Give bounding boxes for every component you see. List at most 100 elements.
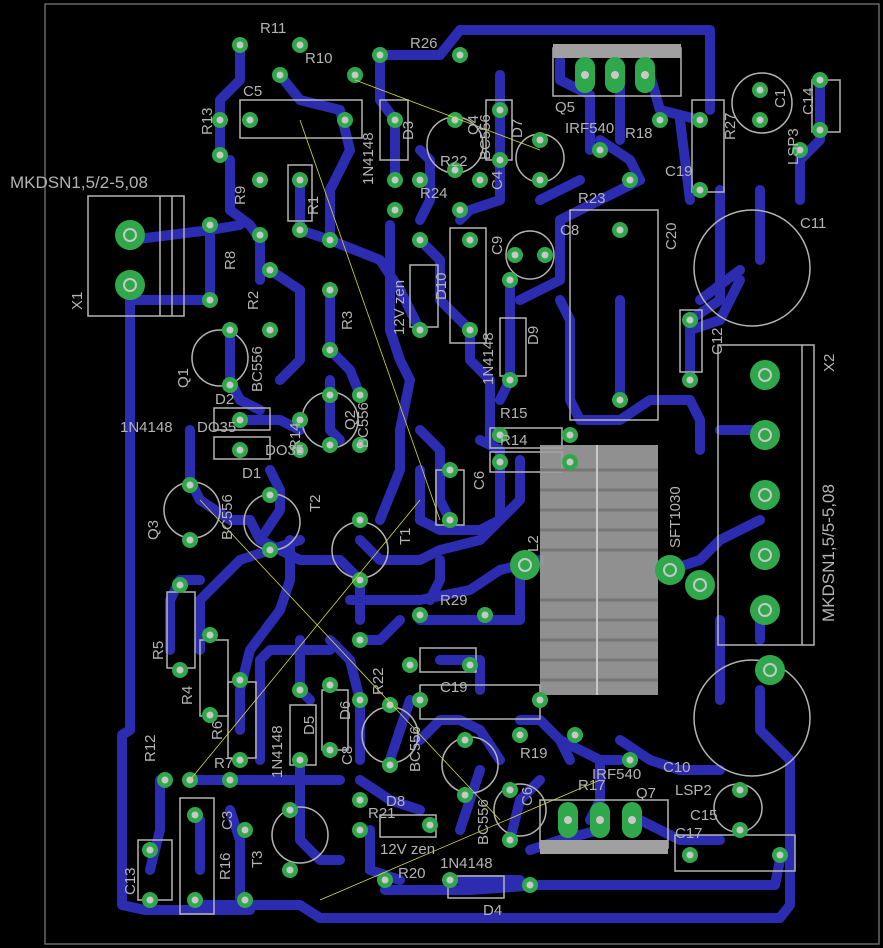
label-bc556-q4: BC556 [477, 114, 494, 160]
pad-drill [736, 786, 744, 794]
pad-drill [176, 581, 184, 589]
label-bc556-q3: BC556 [219, 494, 236, 540]
label-r4: R4 [179, 686, 196, 705]
l2-value-label: SFT1030 [667, 486, 684, 548]
pad-drill [376, 51, 384, 59]
label-d7: D7 [509, 119, 526, 138]
label-r27: R27 [722, 112, 739, 140]
pad-drill [326, 681, 334, 689]
label-c3: C3 [219, 811, 236, 830]
pad-drill [776, 851, 784, 859]
pad-drill [386, 701, 394, 709]
terminal-pad [750, 595, 780, 625]
label-lsp3: LSP3 [785, 128, 802, 165]
pad-drill [216, 151, 224, 159]
pad-drill [326, 391, 334, 399]
label-c14: C14 [800, 87, 817, 115]
pad-drill [456, 206, 464, 214]
x1-value-label: MKDSN1,5/2-5,08 [10, 173, 148, 192]
terminal-drill [693, 578, 707, 592]
label-r21: R21 [368, 805, 396, 822]
pad-drill [356, 576, 364, 584]
pad-drill [736, 826, 744, 834]
q5-tab [553, 44, 681, 58]
pad-drill [496, 458, 504, 466]
terminal-pad [115, 220, 145, 250]
pad-drill [391, 116, 399, 124]
label-irf540-top: IRF540 [565, 120, 614, 137]
pad-drill [446, 876, 454, 884]
label-l2-dup: L2 [525, 535, 542, 552]
pad-drill [216, 116, 224, 124]
pad-drill [351, 71, 359, 79]
mosfet-drill [564, 816, 572, 824]
pad-drill [536, 176, 544, 184]
pad-drill [391, 176, 399, 184]
label-r1: R1 [305, 196, 322, 215]
pad-drill [191, 811, 199, 819]
pad-drill [341, 116, 349, 124]
pad-drill [226, 776, 234, 784]
pad-drill [466, 326, 474, 334]
label-bc556-bottom: BC556 [407, 726, 424, 772]
pad-drill [206, 221, 214, 229]
pad-drill [326, 236, 334, 244]
x2-value-label: MKDSN1,5/5-5,08 [819, 484, 838, 622]
pad-drill [246, 116, 254, 124]
pad-drill [226, 326, 234, 334]
pad-drill [571, 731, 579, 739]
pad-drill [236, 756, 244, 764]
pad-drill [241, 826, 249, 834]
label-c10: C10 [663, 759, 691, 776]
label-d1: D1 [242, 465, 261, 482]
label-1n4148-d3: 1N4148 [360, 132, 377, 185]
label-r17: R17 [578, 777, 606, 794]
pad-drill [226, 381, 234, 389]
pad-drill [236, 416, 244, 424]
terminal-drill [758, 428, 772, 442]
terminal-pad [115, 270, 145, 300]
pad-drill [186, 536, 194, 544]
terminal-drill [758, 488, 772, 502]
pad-drill [816, 76, 824, 84]
mosfet-drill [596, 816, 604, 824]
pad-drill [266, 546, 274, 554]
label-irf540-bottom: IRF540 [592, 766, 641, 783]
pad-drill [466, 236, 474, 244]
pad-drill [506, 836, 514, 844]
pad-drill [566, 431, 574, 439]
pad-drill [686, 851, 694, 859]
pad-drill [296, 756, 304, 764]
x1-name-label: X1 [69, 292, 86, 310]
pad-drill [416, 326, 424, 334]
terminal-pad [510, 550, 540, 580]
terminal-pad [655, 555, 685, 585]
q7-tab [540, 840, 668, 854]
label-r3: R3 [339, 311, 356, 330]
label-q3: Q3 [145, 520, 162, 540]
terminal-drill [123, 278, 137, 292]
pad-drill [446, 516, 454, 524]
label-c20: C20 [663, 222, 680, 250]
pad-drill [276, 71, 284, 79]
pad-drill [511, 251, 519, 259]
pad-drill [206, 631, 214, 639]
label-c12: C12 [709, 327, 726, 355]
pad-drill [686, 376, 694, 384]
pad-drill [496, 431, 504, 439]
pad-drill [191, 896, 199, 904]
pad-drill [476, 176, 484, 184]
label-r2: R2 [245, 291, 262, 310]
pad-drill [686, 316, 694, 324]
label-d8: D8 [386, 793, 405, 810]
label-q4: Q4 [465, 115, 482, 135]
label-q6: Q6 [519, 780, 536, 800]
pad-drill [516, 731, 524, 739]
label-r18: R18 [625, 125, 653, 142]
terminal-pad [685, 570, 715, 600]
pad-drill [446, 466, 454, 474]
pad-drill [286, 866, 294, 874]
label-r14: R14 [500, 432, 528, 449]
pad-drill [536, 136, 544, 144]
